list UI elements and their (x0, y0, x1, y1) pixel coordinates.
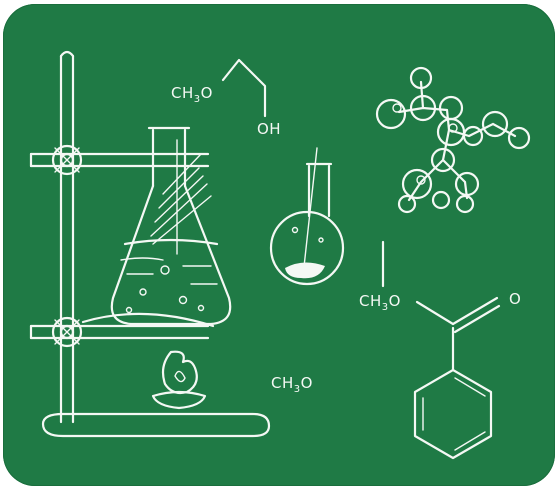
ester-o-c-bond (415, 300, 455, 326)
formula-ester-ch: CH3O (359, 292, 401, 313)
benzene-double-bonds (422, 377, 486, 451)
bubble (197, 304, 205, 312)
bubble (291, 226, 299, 234)
chalkboard: CH3O OH CH3O (3, 4, 555, 486)
burner (151, 350, 207, 410)
formula-ester-o: O (509, 290, 521, 308)
formula-bottom: CH3O (271, 374, 313, 395)
atom (431, 190, 451, 210)
atom (375, 98, 407, 130)
flask-shading (150, 153, 212, 245)
lower-clamp-screw (54, 319, 80, 345)
atom-highlight (416, 175, 426, 185)
chalk-drawing: CH3O OH CH3O (29, 50, 531, 460)
atom-highlight (448, 123, 458, 133)
erlenmeyer-flask (110, 126, 232, 326)
flask-liquid-surface (123, 238, 219, 246)
round-flask-rod (302, 147, 318, 277)
lower-clamp-knob (51, 316, 83, 348)
support-ring (81, 312, 215, 328)
round-flask (269, 147, 345, 286)
flame-inner (174, 370, 186, 383)
round-flask-liquid (285, 262, 325, 279)
atom (409, 94, 437, 122)
atom (397, 194, 417, 214)
bubble (178, 295, 188, 305)
upper-clamp-knob (51, 144, 83, 176)
bubble (139, 288, 147, 296)
round-flask-bulb (269, 210, 345, 286)
atom-highlight (392, 103, 402, 113)
ester-structure: CH3O O (359, 240, 521, 460)
flask-body (110, 184, 232, 326)
atom (455, 194, 475, 214)
atom (481, 110, 509, 138)
formula-top-ch: CH3O (171, 84, 213, 105)
formula-top-bonds (221, 58, 267, 118)
stand-rod-top (59, 50, 75, 58)
flame-outer (161, 350, 198, 395)
atom (438, 95, 464, 121)
formula-top: CH3O OH (171, 58, 281, 138)
formula-top-oh: OH (257, 120, 281, 138)
bubble (160, 265, 170, 275)
stand-base (41, 412, 271, 438)
atom (401, 168, 433, 200)
atom (430, 147, 456, 173)
atom (462, 125, 484, 147)
molecule-model (375, 66, 531, 214)
burner-dish (151, 390, 207, 410)
ester-double-bond (451, 296, 501, 334)
benzene-ring (413, 368, 493, 460)
atom (507, 126, 531, 150)
atom (454, 171, 480, 197)
atom (409, 66, 433, 90)
lower-clamp-knob-center (59, 324, 75, 340)
flask-liquid-line (120, 257, 164, 261)
bubble (125, 306, 133, 314)
upper-clamp-screw (54, 147, 80, 173)
upper-clamp-knob-center (59, 152, 75, 168)
ring-stand (29, 50, 271, 438)
bubble (318, 237, 324, 243)
